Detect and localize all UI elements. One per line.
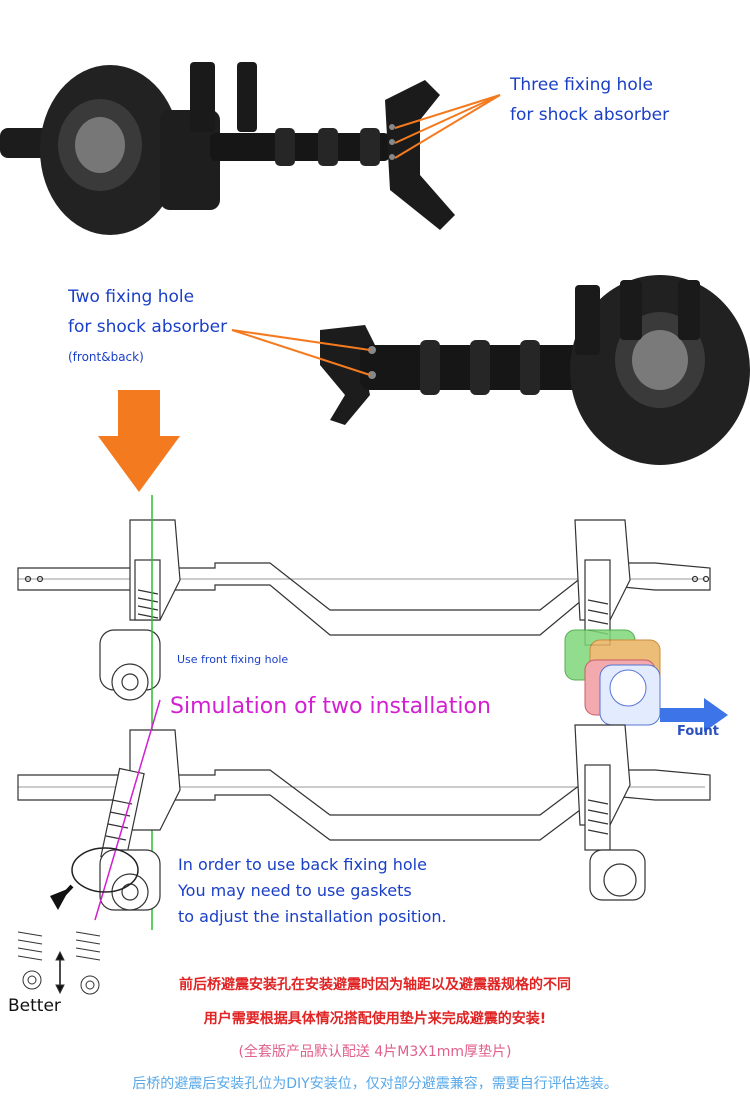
top-callout-line1: Three fixing hole <box>510 75 653 95</box>
orange-down-arrow <box>98 390 180 492</box>
top-axle-photo <box>0 62 455 235</box>
right-shock-bottom <box>574 724 646 901</box>
left-shock-top <box>99 519 181 701</box>
top-callout-text: Three fixing hole for shock absorber <box>510 70 669 130</box>
top-callout-leaders <box>394 94 501 159</box>
gasket-highlight-ellipse <box>71 847 139 893</box>
better-shock-icons <box>17 931 101 995</box>
colored-axle-overlay <box>564 629 661 726</box>
fount-arrow <box>660 698 728 732</box>
note-pink-line: (全套版产品默认配送 4片M3X1mm厚垫片) <box>238 1044 512 1060</box>
better-label: Better <box>8 996 61 1016</box>
middle-axle-photo <box>320 275 750 465</box>
back-hole-instructions: In order to use back fixing hole You may… <box>178 852 447 930</box>
magenta-guide-line <box>94 699 161 921</box>
top-callout-line2: for shock absorber <box>510 105 670 125</box>
back-line3: to adjust the installation position. <box>178 907 447 926</box>
mid-callout-line2: for shock absorber <box>68 317 228 337</box>
middle-callout-leaders <box>231 329 371 376</box>
left-shock-bottom <box>99 729 181 911</box>
right-shock-top <box>574 519 631 646</box>
use-front-label: Use front fixing hole <box>177 653 289 666</box>
note-red-line1: 前后桥避震安装孔在安装避震时因为轴距以及避震器规格的不同 <box>179 977 571 993</box>
fount-label: Fount <box>677 724 720 739</box>
simulation-title: Simulation of two installation <box>170 694 491 719</box>
note-blue-line: 后桥的避震后安装孔位为DIY安装位，仅对部分避震兼容，需要自行评估选装。 <box>132 1076 618 1092</box>
mid-callout-line3: (front&back) <box>68 350 144 364</box>
mid-callout-text: Two fixing hole for shock absorber (fron… <box>68 282 227 372</box>
back-line2: You may need to use gaskets <box>178 881 412 900</box>
back-line1: In order to use back fixing hole <box>178 855 427 874</box>
note-red-line2: 用户需要根据具体情况搭配使用垫片来完成避震的安装! <box>203 1011 547 1027</box>
mid-callout-line1: Two fixing hole <box>68 287 195 307</box>
